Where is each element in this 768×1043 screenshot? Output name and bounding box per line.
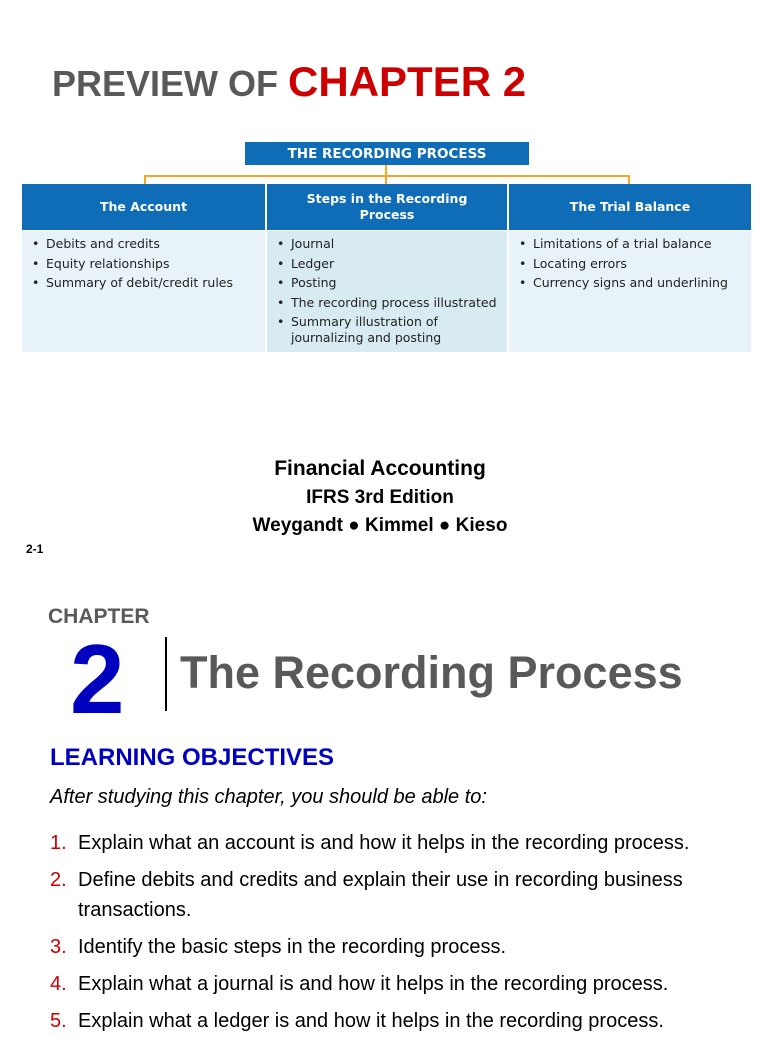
slide-number: 2-1 — [26, 542, 44, 556]
book-edition: IFRS 3rd Edition — [306, 487, 454, 508]
diagram-connector-right — [628, 175, 630, 184]
list-item: Equity relationships — [32, 256, 259, 272]
list-item: Currency signs and underlining — [519, 275, 745, 291]
column-header-account: The Account — [22, 184, 265, 230]
column-header-trial-balance: The Trial Balance — [509, 184, 751, 230]
preview-title-chapter: CHAPTER 2 — [288, 58, 527, 105]
diagram-top-box: THE RECORDING PROCESS — [245, 142, 529, 165]
list-item: Limitations of a trial balance — [519, 236, 745, 252]
book-title: Financial Accounting — [274, 457, 486, 480]
list-item: 2. Define debits and credits and explain … — [50, 865, 720, 925]
learning-objectives-heading: LEARNING OBJECTIVES — [50, 744, 335, 771]
list-item: Summary illustration of journalizing and… — [277, 314, 501, 346]
objective-text: Define debits and credits and explain th… — [78, 869, 683, 921]
column-header-steps: Steps in the Recording Process — [267, 184, 507, 230]
list-item: The recording process illustrated — [277, 295, 501, 311]
objective-number: 1. — [50, 832, 67, 854]
list-item: 4. Explain what a journal is and how it h… — [50, 969, 720, 999]
list-item: 3. Identify the basic steps in the record… — [50, 932, 720, 962]
list-item: Debits and credits — [32, 236, 259, 252]
list-item: Journal — [277, 236, 501, 252]
list-item: 1. Explain what an account is and how it … — [50, 828, 720, 858]
diagram-connector-left — [144, 175, 146, 184]
objective-text: Explain what a journal is and how it hel… — [78, 973, 669, 995]
book-authors: Weygandt ● Kimmel ● Kieso — [252, 515, 508, 536]
column-body-account: Debits and credits Equity relationships … — [22, 231, 265, 352]
column-body-trial-balance: Limitations of a trial balance Locating … — [509, 231, 751, 352]
objective-text: Explain what a ledger is and how it help… — [78, 1010, 664, 1032]
list-item: Ledger — [277, 256, 501, 272]
chapter-number: 2 — [70, 624, 125, 734]
objective-number: 3. — [50, 936, 67, 958]
list-item: Summary of debit/credit rules — [32, 275, 259, 291]
list-item: Posting — [277, 275, 501, 291]
objective-number: 4. — [50, 973, 67, 995]
learning-objectives-list: 1. Explain what an account is and how it … — [50, 828, 720, 1043]
objective-text: Identify the basic steps in the recordin… — [78, 936, 507, 958]
chapter-title: The Recording Process — [180, 647, 683, 698]
list-item: 5. Explain what a ledger is and how it he… — [50, 1006, 720, 1036]
chapter-divider — [165, 637, 167, 711]
column-body-steps: Journal Ledger Posting The recording pro… — [267, 231, 507, 352]
list-item: Locating errors — [519, 256, 745, 272]
objective-number: 5. — [50, 1010, 67, 1032]
learning-objectives-intro: After studying this chapter, you should … — [50, 786, 487, 808]
objective-text: Explain what an account is and how it he… — [78, 832, 690, 854]
diagram-connector-bar — [144, 175, 630, 177]
objective-number: 2. — [50, 869, 67, 891]
preview-title-prefix: PREVIEW OF — [52, 63, 279, 104]
diagram-connector-middle — [385, 175, 387, 184]
diagram-connector-stem — [385, 165, 387, 176]
chapter-label: CHAPTER — [48, 605, 150, 628]
